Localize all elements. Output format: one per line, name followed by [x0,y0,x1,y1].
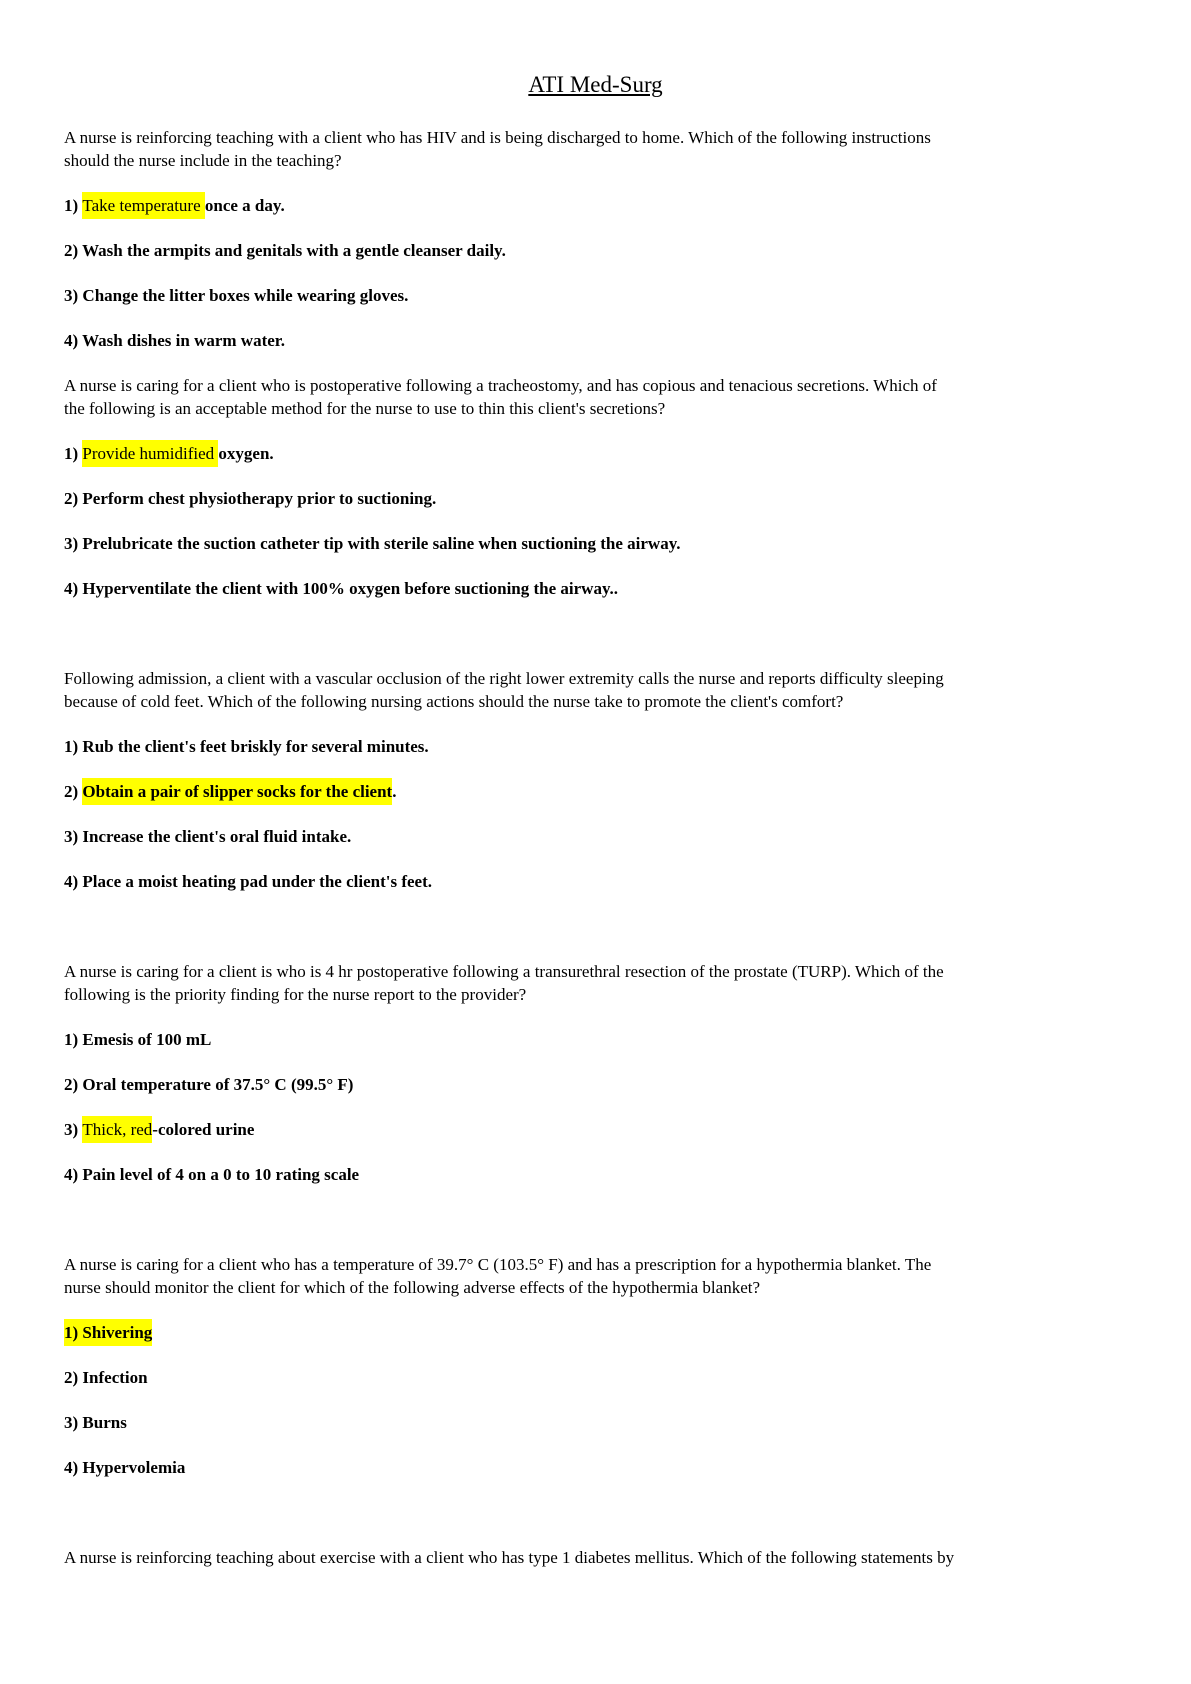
question-text: A nurse is reinforcing teaching with a c… [64,126,1127,172]
highlight-mark: 1) Shivering [64,1319,153,1346]
question-text: A nurse is caring for a client is who is… [64,960,1127,1006]
option-text: oxygen. [218,444,274,463]
answer-option: 4) Pain level of 4 on a 0 to 10 rating s… [64,1163,1127,1186]
question-line: A nurse is reinforcing teaching about ex… [64,1548,955,1567]
question-line: the following is an acceptable method fo… [64,399,666,418]
option-text: -colored urine [152,1120,255,1139]
question-line: because of cold feet. Which of the follo… [64,692,844,711]
option-text: 4) Pain level of 4 on a 0 to 10 rating s… [64,1165,360,1184]
answer-option: 3) Increase the client's oral fluid inta… [64,825,1127,848]
option-text: 1) Emesis of 100 mL [64,1030,212,1049]
answer-option: 1) Provide humidified oxygen. [64,440,1127,467]
option-text: 3) Change the litter boxes while wearing… [64,286,409,305]
option-text: 4) Wash dishes in warm water. [64,331,286,350]
question-text: A nurse is caring for a client who has a… [64,1253,1127,1299]
question-line: following is the priority finding for th… [64,985,527,1004]
option-text: 2) [64,782,83,801]
option-text: 2) Oral temperature of 37.5° C (99.5° F) [64,1075,354,1094]
document-title: ATI Med-Surg [528,72,663,97]
answer-option: 1) Shivering [64,1319,1127,1346]
option-text: 2) Perform chest physiotherapy prior to … [64,489,437,508]
option-text: 1) [64,196,83,215]
question-block-4: A nurse is caring for a client is who is… [64,960,1127,1186]
answer-option: 3) Burns [64,1411,1127,1434]
question-line: should the nurse include in the teaching… [64,151,342,170]
question-line: A nurse is caring for a client is who is… [64,962,944,981]
option-text: 1) [64,444,83,463]
answer-option: 3) Prelubricate the suction catheter tip… [64,532,1127,555]
option-text: 3) [64,1120,83,1139]
option-text: 4) Place a moist heating pad under the c… [64,872,432,891]
highlight-mark: Thick, red [82,1116,153,1143]
answer-option: 4) Hyperventilate the client with 100% o… [64,577,1127,600]
option-text: 3) Increase the client's oral fluid inta… [64,827,352,846]
answer-option: 4) Hypervolemia [64,1456,1127,1479]
question-block-1: A nurse is reinforcing teaching with a c… [64,126,1127,352]
option-text: 3) Burns [64,1413,127,1432]
answer-option: 1) Emesis of 100 mL [64,1028,1127,1051]
question-line: A nurse is caring for a client who is po… [64,376,937,395]
option-text: . [392,782,397,801]
answer-option: 2) Wash the armpits and genitals with a … [64,239,1127,262]
option-text: 3) Prelubricate the suction catheter tip… [64,534,681,553]
option-text: 4) Hyperventilate the client with 100% o… [64,579,619,598]
answer-option: 1) Rub the client's feet briskly for sev… [64,735,1127,758]
answer-option: 3) Thick, red-colored urine [64,1116,1127,1143]
answer-option: 2) Infection [64,1366,1127,1389]
answer-option: 2) Perform chest physiotherapy prior to … [64,487,1127,510]
option-text: 2) Wash the armpits and genitals with a … [64,241,506,260]
answer-option: 2) Obtain a pair of slipper socks for th… [64,778,1127,805]
option-text: 4) Hypervolemia [64,1458,186,1477]
highlight-mark: Provide humidified [82,440,219,467]
question-line: A nurse is caring for a client who has a… [64,1255,932,1274]
option-text: 1) Rub the client's feet briskly for sev… [64,737,429,756]
option-text: once a day. [204,196,285,215]
question-line: A nurse is reinforcing teaching with a c… [64,128,931,147]
question-text: Following admission, a client with a vas… [64,667,1127,713]
question-block-3: Following admission, a client with a vas… [64,667,1127,893]
question-line: nurse should monitor the client for whic… [64,1278,761,1297]
question-block-2: A nurse is caring for a client who is po… [64,374,1127,600]
option-text: 2) Infection [64,1368,148,1387]
answer-option: 4) Wash dishes in warm water. [64,329,1127,352]
question-text: A nurse is caring for a client who is po… [64,374,1127,420]
answer-option: 2) Oral temperature of 37.5° C (99.5° F) [64,1073,1127,1096]
question-block-5: A nurse is caring for a client who has a… [64,1253,1127,1479]
next-question-text: A nurse is reinforcing teaching about ex… [64,1546,1127,1569]
highlight-mark: Obtain a pair of slipper socks for the c… [82,778,393,805]
answer-option: 3) Change the litter boxes while wearing… [64,284,1127,307]
answer-option: 4) Place a moist heating pad under the c… [64,870,1127,893]
question-line: Following admission, a client with a vas… [64,669,944,688]
highlight-mark: Take temperature [82,192,205,219]
answer-option: 1) Take temperature once a day. [64,192,1127,219]
